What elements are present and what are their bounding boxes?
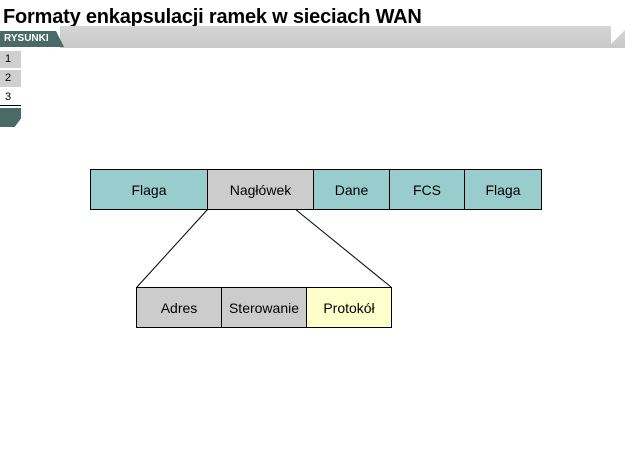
- header-field-address: Adres: [136, 287, 222, 328]
- header-field-protocol: Protokół: [306, 287, 392, 328]
- figure-tab-3[interactable]: 3: [0, 89, 21, 106]
- expansion-line-right: [294, 208, 392, 288]
- expansion-line-left: [136, 208, 209, 288]
- figure-navigation: 1 2 3: [0, 51, 21, 108]
- frame-field-header: Nagłówek: [207, 169, 314, 210]
- frame-field-fcs: FCS: [389, 169, 465, 210]
- frame-field-flag-end: Flaga: [464, 169, 542, 210]
- figure-tab-2[interactable]: 2: [0, 70, 21, 87]
- page-title: Formaty enkapsulacji ramek w sieciach WA…: [3, 6, 422, 28]
- figures-tab-label: RYSUNKI: [0, 31, 64, 47]
- next-arrow-icon[interactable]: [0, 108, 21, 127]
- figure-tab-1[interactable]: 1: [0, 51, 21, 68]
- frame-field-flag-start: Flaga: [90, 169, 208, 210]
- title-bar-decoration: [60, 26, 625, 48]
- frame-field-data: Dane: [313, 169, 390, 210]
- header-field-control: Sterowanie: [221, 287, 307, 328]
